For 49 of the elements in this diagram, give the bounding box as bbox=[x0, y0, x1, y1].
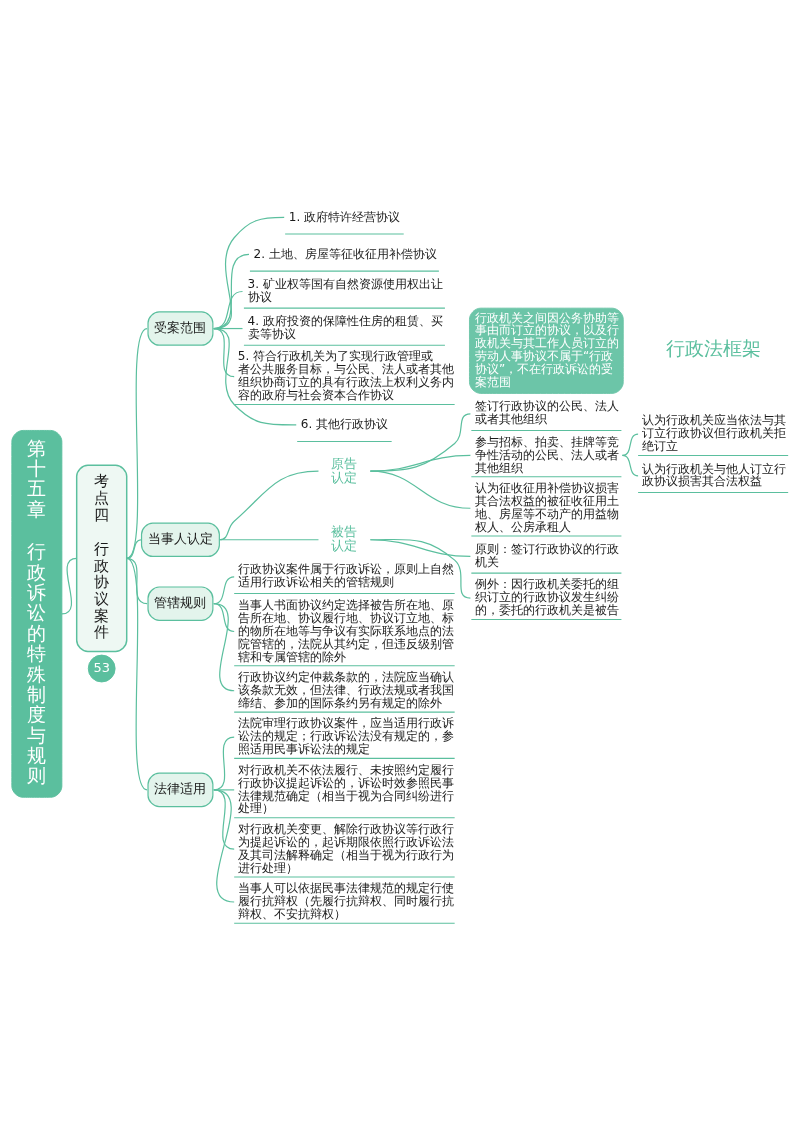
node-box: 行政机关之间因公务协助等事由而订立的协议，以及行政机关与其工作人员订立的劳动人事协议不属于“行政协议”，不在行政诉讼的受案范围 bbox=[469, 307, 624, 394]
node-box: 第十五章 行政诉讼的特殊制度与规则 bbox=[11, 430, 63, 798]
node-text: 原则：签订行政协议的行政机关 bbox=[475, 542, 620, 570]
node-text: 3. 矿业权等国有自然资源使用权出让协议 bbox=[247, 277, 443, 305]
node-text: 对行政机关变更、解除行政协议等行政行为提起诉讼的，起诉期限依照行政诉讼法及其司法解释确定（相当于视为行政行为进行处理） bbox=[237, 821, 454, 875]
node-text: 参与招标、拍卖、挂牌等竞争性活动的公民、法人或者其他组织 bbox=[475, 434, 620, 475]
connector bbox=[218, 539, 320, 541]
node-text: 认为行政机关应当依法与其订立行政协议但行政机关拒绝订立 bbox=[641, 413, 786, 454]
node-text: 行政协议案件属于行政诉讼，原则上自然适用行政诉讼相关的管辖规则 bbox=[237, 562, 454, 590]
connector bbox=[213, 327, 297, 426]
label: 行政法框架 bbox=[665, 338, 761, 360]
node-text: 行政协议约定仲裁条款的，法院应当确认该条款无效，但法律、行政法规或者我国缔结、参加的国际条约另有规定的除外 bbox=[237, 669, 454, 710]
node-text: 2. 土地、房屋等征收征用补偿协议 bbox=[253, 246, 437, 261]
node-text: 法院审理行政协议案件，应当适用行政诉讼法的规定；行政诉讼法没有规定的，参照适用民事诉讼法的规定 bbox=[237, 716, 454, 757]
connector bbox=[213, 603, 235, 633]
node-text: 原告认定 bbox=[331, 455, 358, 485]
node-box: 考点四 行政协议案件 bbox=[75, 464, 128, 653]
connector bbox=[213, 789, 235, 903]
node-text: 签订行政协议的公民、法人或者其他组织 bbox=[475, 399, 620, 427]
connector bbox=[126, 539, 143, 559]
node-text: 认为行政机关与他人订立行政协议损害其合法权益 bbox=[641, 461, 786, 489]
connector bbox=[218, 470, 320, 541]
connector bbox=[621, 454, 639, 477]
node-text: 当事人可以依据民事法律规范的规定行使履行抗辩权（先履行抗辩权、同时履行抗辩权、不安抗辩权） bbox=[237, 881, 454, 922]
node-text: 5. 符合行政机关为了实现行政管理或者公共服务目标，与公民、法人或者其他组织协商订立的具有行政法上权利义务内容的政府与社会资本合作协议 bbox=[237, 349, 454, 403]
connector bbox=[369, 470, 471, 509]
connector bbox=[213, 327, 235, 378]
connector bbox=[369, 413, 471, 472]
connector bbox=[126, 557, 148, 791]
connector bbox=[369, 454, 471, 472]
node-box: 法律适用 bbox=[147, 772, 214, 808]
node-box: 受案范围 bbox=[147, 311, 214, 346]
connector bbox=[213, 603, 235, 692]
connector bbox=[126, 327, 148, 559]
node-text: 例外：因行政机关委托的组织订立的行政协议发生纠纷的，委托的行政机关是被告 bbox=[475, 577, 620, 618]
connector bbox=[126, 557, 148, 605]
node-box: 当事人认定 bbox=[140, 522, 220, 558]
node-text: 被告认定 bbox=[331, 524, 358, 554]
node-box: 管辖规则 bbox=[147, 586, 214, 621]
node-text: 6. 其他行政协议 bbox=[300, 417, 389, 432]
connector bbox=[369, 539, 471, 558]
label: 53 bbox=[93, 659, 110, 675]
node-text: 当事人书面协议约定选择被告所在地、原告所在地、协议履行地、协议订立地、标的物所在地等与争议有实际联系地点的法院管辖的，法院从其约定，但违反级别管辖和专属管辖的除外 bbox=[237, 597, 454, 664]
connector bbox=[369, 538, 471, 599]
connector bbox=[621, 433, 639, 457]
node-text: 4. 政府投资的保障性住房的租赁、买卖等协议 bbox=[247, 314, 443, 342]
node-text: 1. 政府特许经营协议 bbox=[288, 209, 401, 224]
node-text: 认为征收征用补偿协议损害其合法权益的被征收征用土地、房屋等不动产的用益物权人、公房承租人 bbox=[475, 480, 620, 534]
node-text: 对行政机关不依法履行、未按照约定履行行政协议提起诉讼的，诉讼时效参照民事法律规范确定（相当于视为合同纠纷进行处理） bbox=[237, 762, 454, 816]
